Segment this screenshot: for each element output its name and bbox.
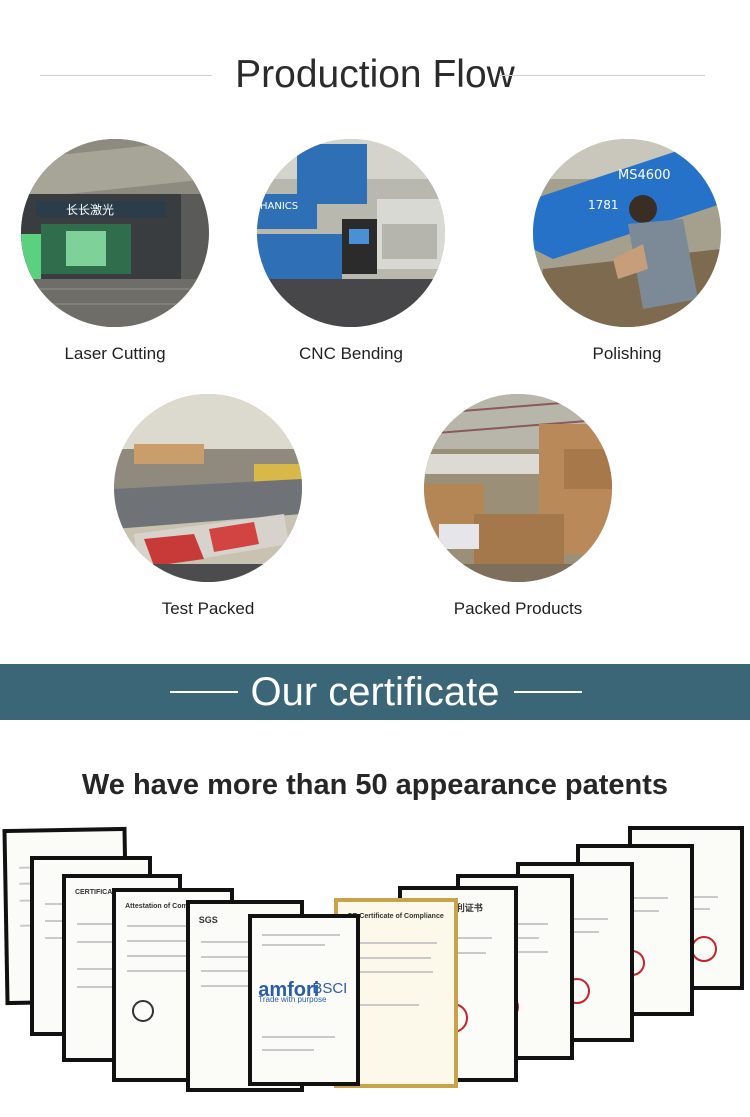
bsci-badge: BSCI xyxy=(312,980,348,998)
header-divider-left xyxy=(40,75,212,76)
polishing-photo: MS4600 1781 xyxy=(533,139,721,327)
cnc-bending-photo: HANICS xyxy=(257,139,445,327)
step-cnc-bending: HANICS CNC Bending xyxy=(251,139,451,364)
patents-headline: We have more than 50 appearance patents xyxy=(81,769,669,801)
header-divider-right xyxy=(500,75,705,76)
step-label: Polishing xyxy=(592,344,662,363)
svg-text:HANICS: HANICS xyxy=(260,201,298,212)
svg-text:长长激光: 长长激光 xyxy=(66,203,114,217)
laser-cutting-photo: 长长激光 xyxy=(21,139,209,327)
production-flow-title: Production Flow xyxy=(235,53,515,96)
step-polishing: MS4600 1781 Polishing xyxy=(527,139,727,364)
step-label: CNC Bending xyxy=(299,344,403,363)
banner-line-right xyxy=(514,691,582,693)
amfori-bsci-certificate: amfori Trade with purpose BSCI xyxy=(248,914,360,1086)
amfori-tagline: Trade with purpose xyxy=(258,995,327,1005)
production-flow-header: Production Flow xyxy=(0,52,750,102)
step-label: Packed Products xyxy=(453,599,583,618)
step-laser-cutting: 长长激光 Laser Cutting xyxy=(15,139,215,364)
certificate-banner: Our certificate xyxy=(0,664,750,720)
svg-text:1781: 1781 xyxy=(588,198,619,212)
amfori-logo: amfori xyxy=(258,978,320,1001)
step-label: Test Packed xyxy=(161,599,255,618)
step-packed-products: Packed Products xyxy=(418,394,618,619)
svg-text:MS4600: MS4600 xyxy=(618,168,671,183)
certificates-collage: CERTIFICATE Attestation of Compliance SG… xyxy=(0,822,750,1092)
banner-line-left xyxy=(170,691,238,693)
test-packed-photo xyxy=(114,394,302,582)
step-test-packed: Test Packed xyxy=(108,394,308,619)
packed-products-photo xyxy=(424,394,612,582)
step-label: Laser Cutting xyxy=(64,344,166,363)
certificate-title: Our certificate xyxy=(250,670,500,714)
